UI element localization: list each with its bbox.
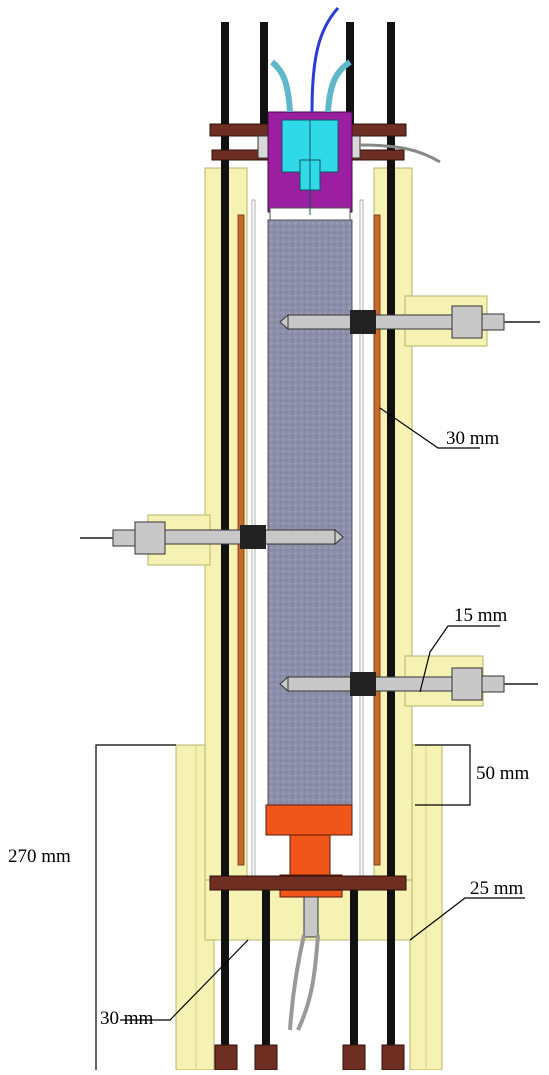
thermocouple-probe-upper xyxy=(279,305,540,339)
thermocouple-probe-lower xyxy=(279,667,538,701)
label-wall-25mm: 25 mm xyxy=(470,878,524,899)
top-cap xyxy=(267,111,353,221)
label-gap-15mm: 15 mm xyxy=(454,605,508,626)
label-wall-30mm-right: 30 mm xyxy=(446,428,500,449)
label-wall-30mm-bottom: 30 mm xyxy=(100,1008,154,1029)
tie-rods xyxy=(221,22,395,1070)
packed-bed-column xyxy=(267,219,353,806)
label-height-50mm: 50 mm xyxy=(476,763,530,784)
thermocouple-probe-middle xyxy=(80,521,344,555)
label-height-270mm: 270 mm xyxy=(8,846,71,867)
inlet-cables xyxy=(270,6,441,164)
dimension-lines xyxy=(95,407,525,1070)
bottom-flange xyxy=(209,875,407,1071)
